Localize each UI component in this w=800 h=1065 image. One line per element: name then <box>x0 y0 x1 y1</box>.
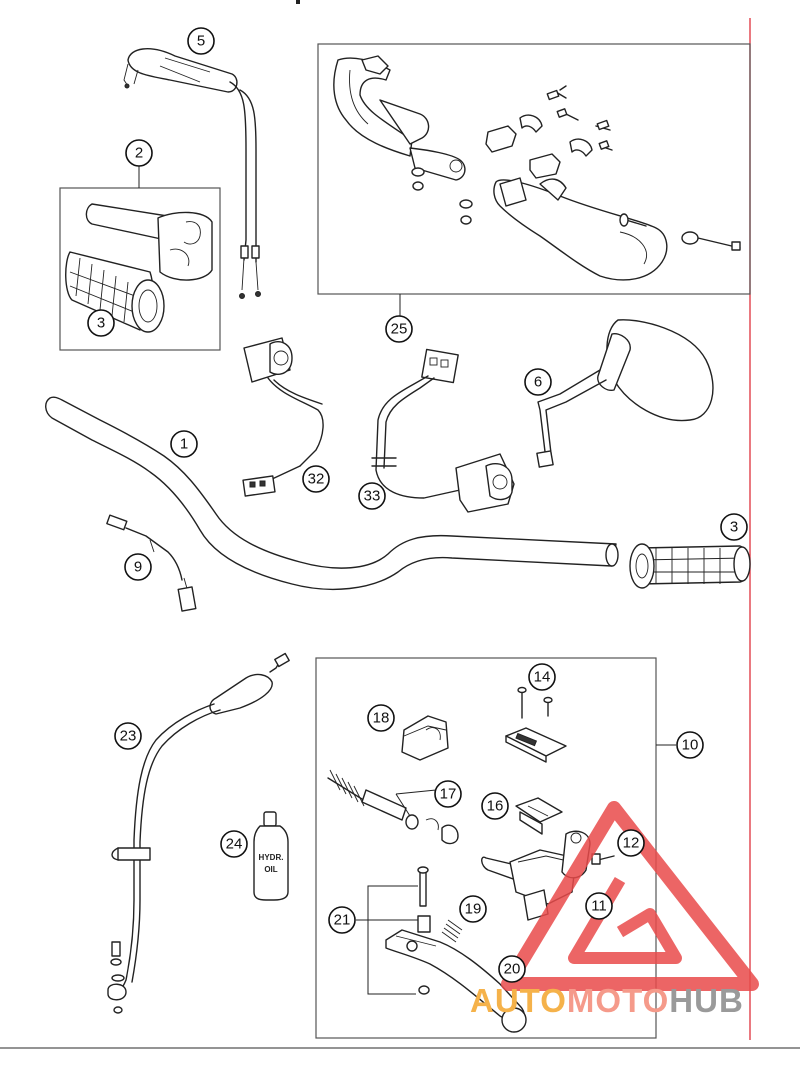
watermark-part1: AUTO <box>470 982 567 1019</box>
cover-screws <box>517 686 553 719</box>
watermark-part3: HUB <box>669 982 744 1019</box>
leader-17a <box>395 793 411 817</box>
svg-text:24: 24 <box>226 836 243 853</box>
svg-text:17: 17 <box>440 786 457 803</box>
callout-24: 24 <box>220 830 248 858</box>
watermark-part2: MOTO <box>567 982 669 1019</box>
callout-14: 14 <box>528 663 556 691</box>
svg-text:20: 20 <box>504 961 521 978</box>
callout-9: 9 <box>124 553 152 581</box>
svg-text:33: 33 <box>364 488 381 505</box>
watermark-logo <box>501 801 759 991</box>
switch-left <box>242 337 324 497</box>
leader-17b <box>395 789 437 795</box>
lever-pin-set <box>417 866 431 995</box>
svg-text:16: 16 <box>487 798 504 815</box>
bracket-21 <box>367 885 418 995</box>
callout-6: 6 <box>524 368 552 396</box>
svg-text:6: 6 <box>534 374 542 391</box>
callout-5: 5 <box>187 27 215 55</box>
svg-text:5: 5 <box>197 33 205 50</box>
callout-32: 32 <box>302 465 330 493</box>
brake-cylinder-group-box <box>315 657 657 1039</box>
callout-10: 10 <box>676 731 704 759</box>
handguard-left <box>333 55 466 181</box>
svg-text:14: 14 <box>534 669 551 686</box>
grip-rubber-left <box>65 251 165 333</box>
clamp-18 <box>401 715 449 761</box>
throttle-cables <box>123 48 261 299</box>
throttle-grip-tube <box>85 203 213 281</box>
top-glyph-fragment <box>296 0 300 4</box>
kill-cable <box>106 514 197 612</box>
watermark-triangle-inner <box>568 876 682 964</box>
svg-text:32: 32 <box>308 471 325 488</box>
callout-23: 23 <box>114 722 142 750</box>
callout-17: 17 <box>434 780 462 808</box>
bottle-label-line2: OIL <box>264 865 277 874</box>
spring-19 <box>441 919 463 943</box>
svg-text:11: 11 <box>591 898 607 915</box>
svg-text:25: 25 <box>391 321 408 338</box>
callout-16: 16 <box>481 792 509 820</box>
callout-33: 33 <box>358 482 386 510</box>
handguard-group-box <box>317 43 751 295</box>
callout-20: 20 <box>498 955 526 983</box>
callout-21: 21 <box>328 906 356 934</box>
hand-brake-lever <box>385 929 527 1033</box>
svg-text:9: 9 <box>134 559 142 576</box>
mirror <box>536 319 714 468</box>
svg-text:23: 23 <box>120 728 137 745</box>
watermark-text: AUTOMOTOHUB <box>470 982 744 1019</box>
callout-25: 25 <box>385 315 413 343</box>
svg-text:1: 1 <box>180 436 188 453</box>
grip-right <box>629 543 751 589</box>
callout-11: 11 <box>585 892 613 920</box>
throttle-group-box <box>59 187 221 351</box>
svg-text:19: 19 <box>465 901 482 918</box>
handguard-right <box>493 177 668 281</box>
handguard-hardware <box>411 85 741 251</box>
callout-2: 2 <box>125 139 153 167</box>
svg-text:12: 12 <box>623 835 640 852</box>
callout-3-left: 3 <box>87 309 115 337</box>
clutch-line <box>107 652 290 1014</box>
svg-text:2: 2 <box>135 145 143 162</box>
handlebar <box>45 396 619 591</box>
hydraulic-oil-bottle: HYDR. OIL <box>253 811 289 901</box>
switch-right <box>371 348 515 513</box>
svg-text:3: 3 <box>97 315 105 332</box>
callout-1: 1 <box>170 430 198 458</box>
piston-kit <box>327 769 459 845</box>
membrane <box>515 797 563 835</box>
svg-text:3: 3 <box>730 519 738 536</box>
bottle-label-line1: HYDR. <box>259 853 284 862</box>
watermark-triangle-outer <box>501 801 759 991</box>
callout-12: 12 <box>617 829 645 857</box>
svg-text:21: 21 <box>334 912 351 929</box>
callout-3-right: 3 <box>720 513 748 541</box>
svg-text:18: 18 <box>373 710 390 727</box>
svg-text:10: 10 <box>682 737 699 754</box>
callout-18: 18 <box>367 704 395 732</box>
callout-19: 19 <box>459 895 487 923</box>
reservoir-cover <box>505 727 567 763</box>
